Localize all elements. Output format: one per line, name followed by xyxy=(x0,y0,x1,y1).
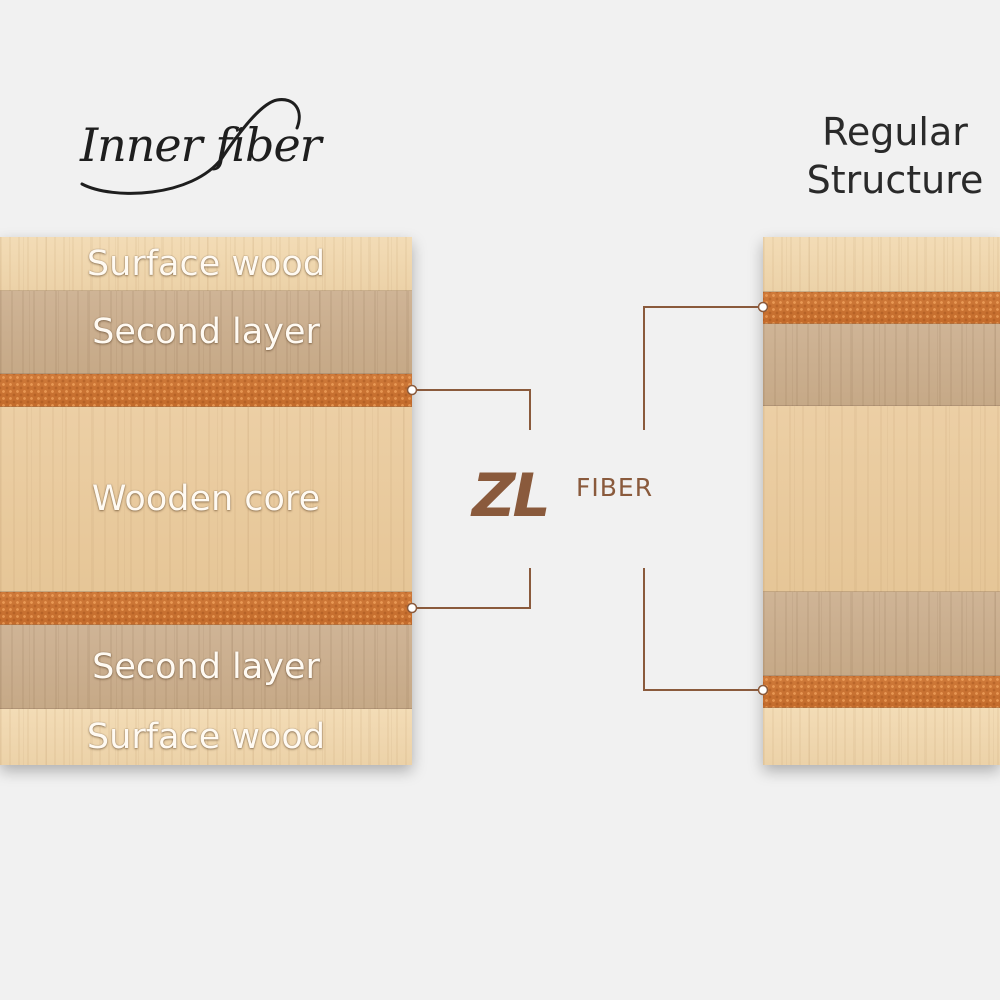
layer-label: Second layer xyxy=(92,646,320,687)
layer-label: Second layer xyxy=(92,312,320,352)
logo-text: Inner fiber xyxy=(80,118,322,172)
regular-surface-layer-bottom xyxy=(763,708,1000,765)
second-layer-bottom: Second layer xyxy=(0,625,412,709)
regular-fiber-layer-bottom xyxy=(763,676,1000,708)
layer-label: Surface wood xyxy=(86,717,326,757)
regular-core-layer xyxy=(763,406,1000,592)
second-layer-top: Second layer xyxy=(0,291,412,374)
inner-fiber-logo: Inner fiber xyxy=(72,88,322,208)
surface-wood-layer-bottom: Surface wood xyxy=(0,709,412,765)
wooden-core-layer: Wooden core xyxy=(0,407,412,592)
regular-second-layer-top xyxy=(763,324,1000,406)
regular-structure-title: Regular Structure xyxy=(780,108,1000,204)
regular-structure-line2: Structure xyxy=(806,158,984,202)
connector-left-bottom xyxy=(412,568,531,609)
regular-fiber-layer-top xyxy=(763,292,1000,324)
zl-fiber-logo: ZL FIBER xyxy=(472,462,712,532)
zl-mark: ZL xyxy=(472,461,551,531)
layer-label: Surface wood xyxy=(86,243,326,284)
zl-wordmark: FIBER xyxy=(576,473,654,502)
regular-surface-layer-top xyxy=(763,237,1000,292)
surface-wood-layer-top: Surface wood xyxy=(0,237,412,291)
regular-second-layer-bottom xyxy=(763,592,1000,676)
logo-swoosh-icon xyxy=(80,98,301,195)
fiber-layer-top xyxy=(0,374,412,407)
connector-right-bottom xyxy=(643,568,763,691)
regular-structure-board xyxy=(763,237,1000,765)
inner-fiber-board: Surface wood Second layer Wooden core Se… xyxy=(0,237,412,765)
layer-label: Wooden core xyxy=(91,479,321,519)
connector-left-top xyxy=(412,389,531,430)
regular-structure-line1: Regular xyxy=(822,110,968,154)
connector-right-top xyxy=(643,306,763,430)
fiber-layer-bottom xyxy=(0,592,412,625)
